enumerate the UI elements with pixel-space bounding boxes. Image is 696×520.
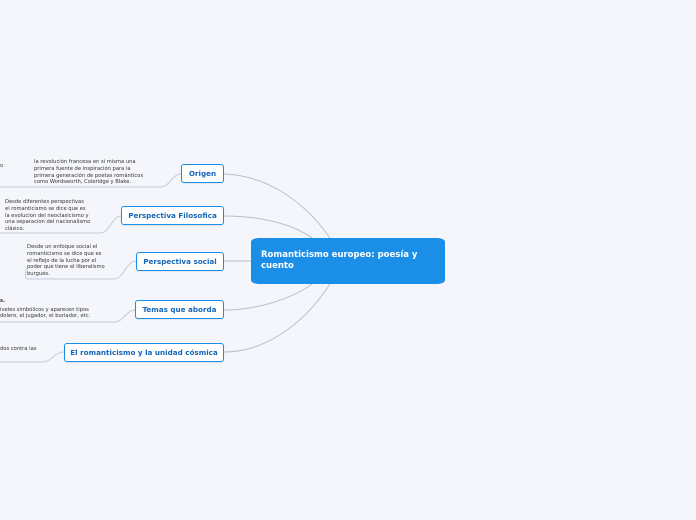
note-origen: la revolución francesa en si misma una p… xyxy=(34,159,144,186)
partial-text-temas-line1: iveles simbólicos y aparecen tipos xyxy=(0,307,89,313)
branch-unidad-cosmica[interactable]: El romanticismo y la unidad cósmica xyxy=(64,343,224,362)
connector-unidad-cosmica xyxy=(223,283,331,353)
connector-origen xyxy=(223,173,331,239)
central-topic-label: Romanticismo europeo: poesía y cuento xyxy=(261,250,418,271)
note-connector-unidad xyxy=(0,351,65,363)
partial-text-temas-line2: dolero, el jugador, el burlador, etc. xyxy=(0,313,91,319)
branch-origen[interactable]: Origen xyxy=(181,164,224,183)
note-connector-filosofica xyxy=(0,215,122,234)
note-perspectiva-filosofica: Desde diferentes perspectivas el romanti… xyxy=(5,199,91,233)
note-perspectiva-social: Desde un enfoque social el romanticismo … xyxy=(27,244,105,278)
partial-text-unidad: dos contra las xyxy=(0,346,37,352)
branch-perspectiva-filosofica[interactable]: Perspectiva Filosofica xyxy=(121,206,224,225)
note-connector-temas xyxy=(0,309,136,323)
partial-text-temas-title: s. xyxy=(0,298,6,304)
central-topic[interactable]: Romanticismo europeo: poesía y cuento xyxy=(251,238,445,284)
connector-perspectiva-filosofica xyxy=(223,215,313,239)
branch-perspectiva-social[interactable]: Perspectiva social xyxy=(136,252,224,271)
partial-text-origen: o xyxy=(0,163,4,169)
connector-temas xyxy=(223,283,313,311)
branch-temas-que-aborda[interactable]: Temas que aborda xyxy=(135,300,224,319)
note-connector-social xyxy=(25,260,137,280)
note-connector-origen xyxy=(0,173,182,188)
